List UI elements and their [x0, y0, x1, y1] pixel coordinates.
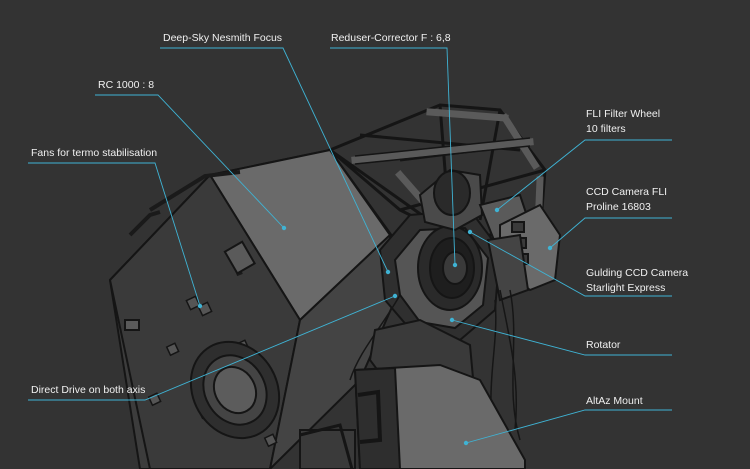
rotator-assembly [378, 168, 502, 342]
label-guiding-camera-line2: Starlight Express [586, 282, 666, 294]
leader-nesmith [160, 47, 389, 273]
label-reducer-corrector: Reduser-Corrector F : 6,8 [331, 32, 451, 44]
camera-stack [478, 193, 562, 302]
label-direct-drive: Direct Drive on both axis [31, 384, 146, 396]
cables [349, 289, 521, 451]
main-tube [108, 148, 397, 469]
truss-bars-outline [354, 137, 531, 165]
leader-reducer [330, 47, 456, 266]
altaz-mount [299, 318, 526, 469]
leader-rotator [451, 319, 672, 356]
label-rc-1000: RC 1000 : 8 [98, 79, 155, 91]
leader-direct-drive [28, 295, 396, 401]
label-filter-wheel-line2: 10 filters [586, 123, 626, 135]
leader-ccd [549, 217, 672, 249]
label-fans: Fans for termo stabilisation [31, 147, 158, 159]
label-ccd-camera-line2: Proline 16803 [586, 201, 651, 213]
label-filter-wheel: FLI Filter Wheel 10 filters [586, 107, 660, 137]
leader-altaz [465, 409, 672, 444]
label-rotator: Rotator [586, 339, 621, 351]
label-altaz-mount: AltAz Mount [586, 395, 643, 407]
label-nesmith-focus: Deep-Sky Nesmith Focus [163, 32, 283, 44]
label-ccd-camera: CCD Camera FLI Proline 16803 [586, 185, 667, 215]
label-filter-wheel-line1: FLI Filter Wheel [586, 108, 661, 120]
leader-dots [197, 207, 553, 446]
leader-lines [28, 47, 672, 444]
leader-rc [95, 94, 285, 229]
label-ccd-camera-line1: CCD Camera FLI [586, 186, 668, 198]
leader-guiding [469, 231, 672, 297]
direct-drive-disc [189, 340, 281, 440]
leader-fans [28, 162, 201, 307]
label-guiding-camera-line1: Gulding CCD Camera [586, 267, 689, 279]
leader-filter-wheel [496, 139, 672, 211]
label-guiding-camera: Gulding CCD Camera Starlight Express [586, 266, 688, 296]
